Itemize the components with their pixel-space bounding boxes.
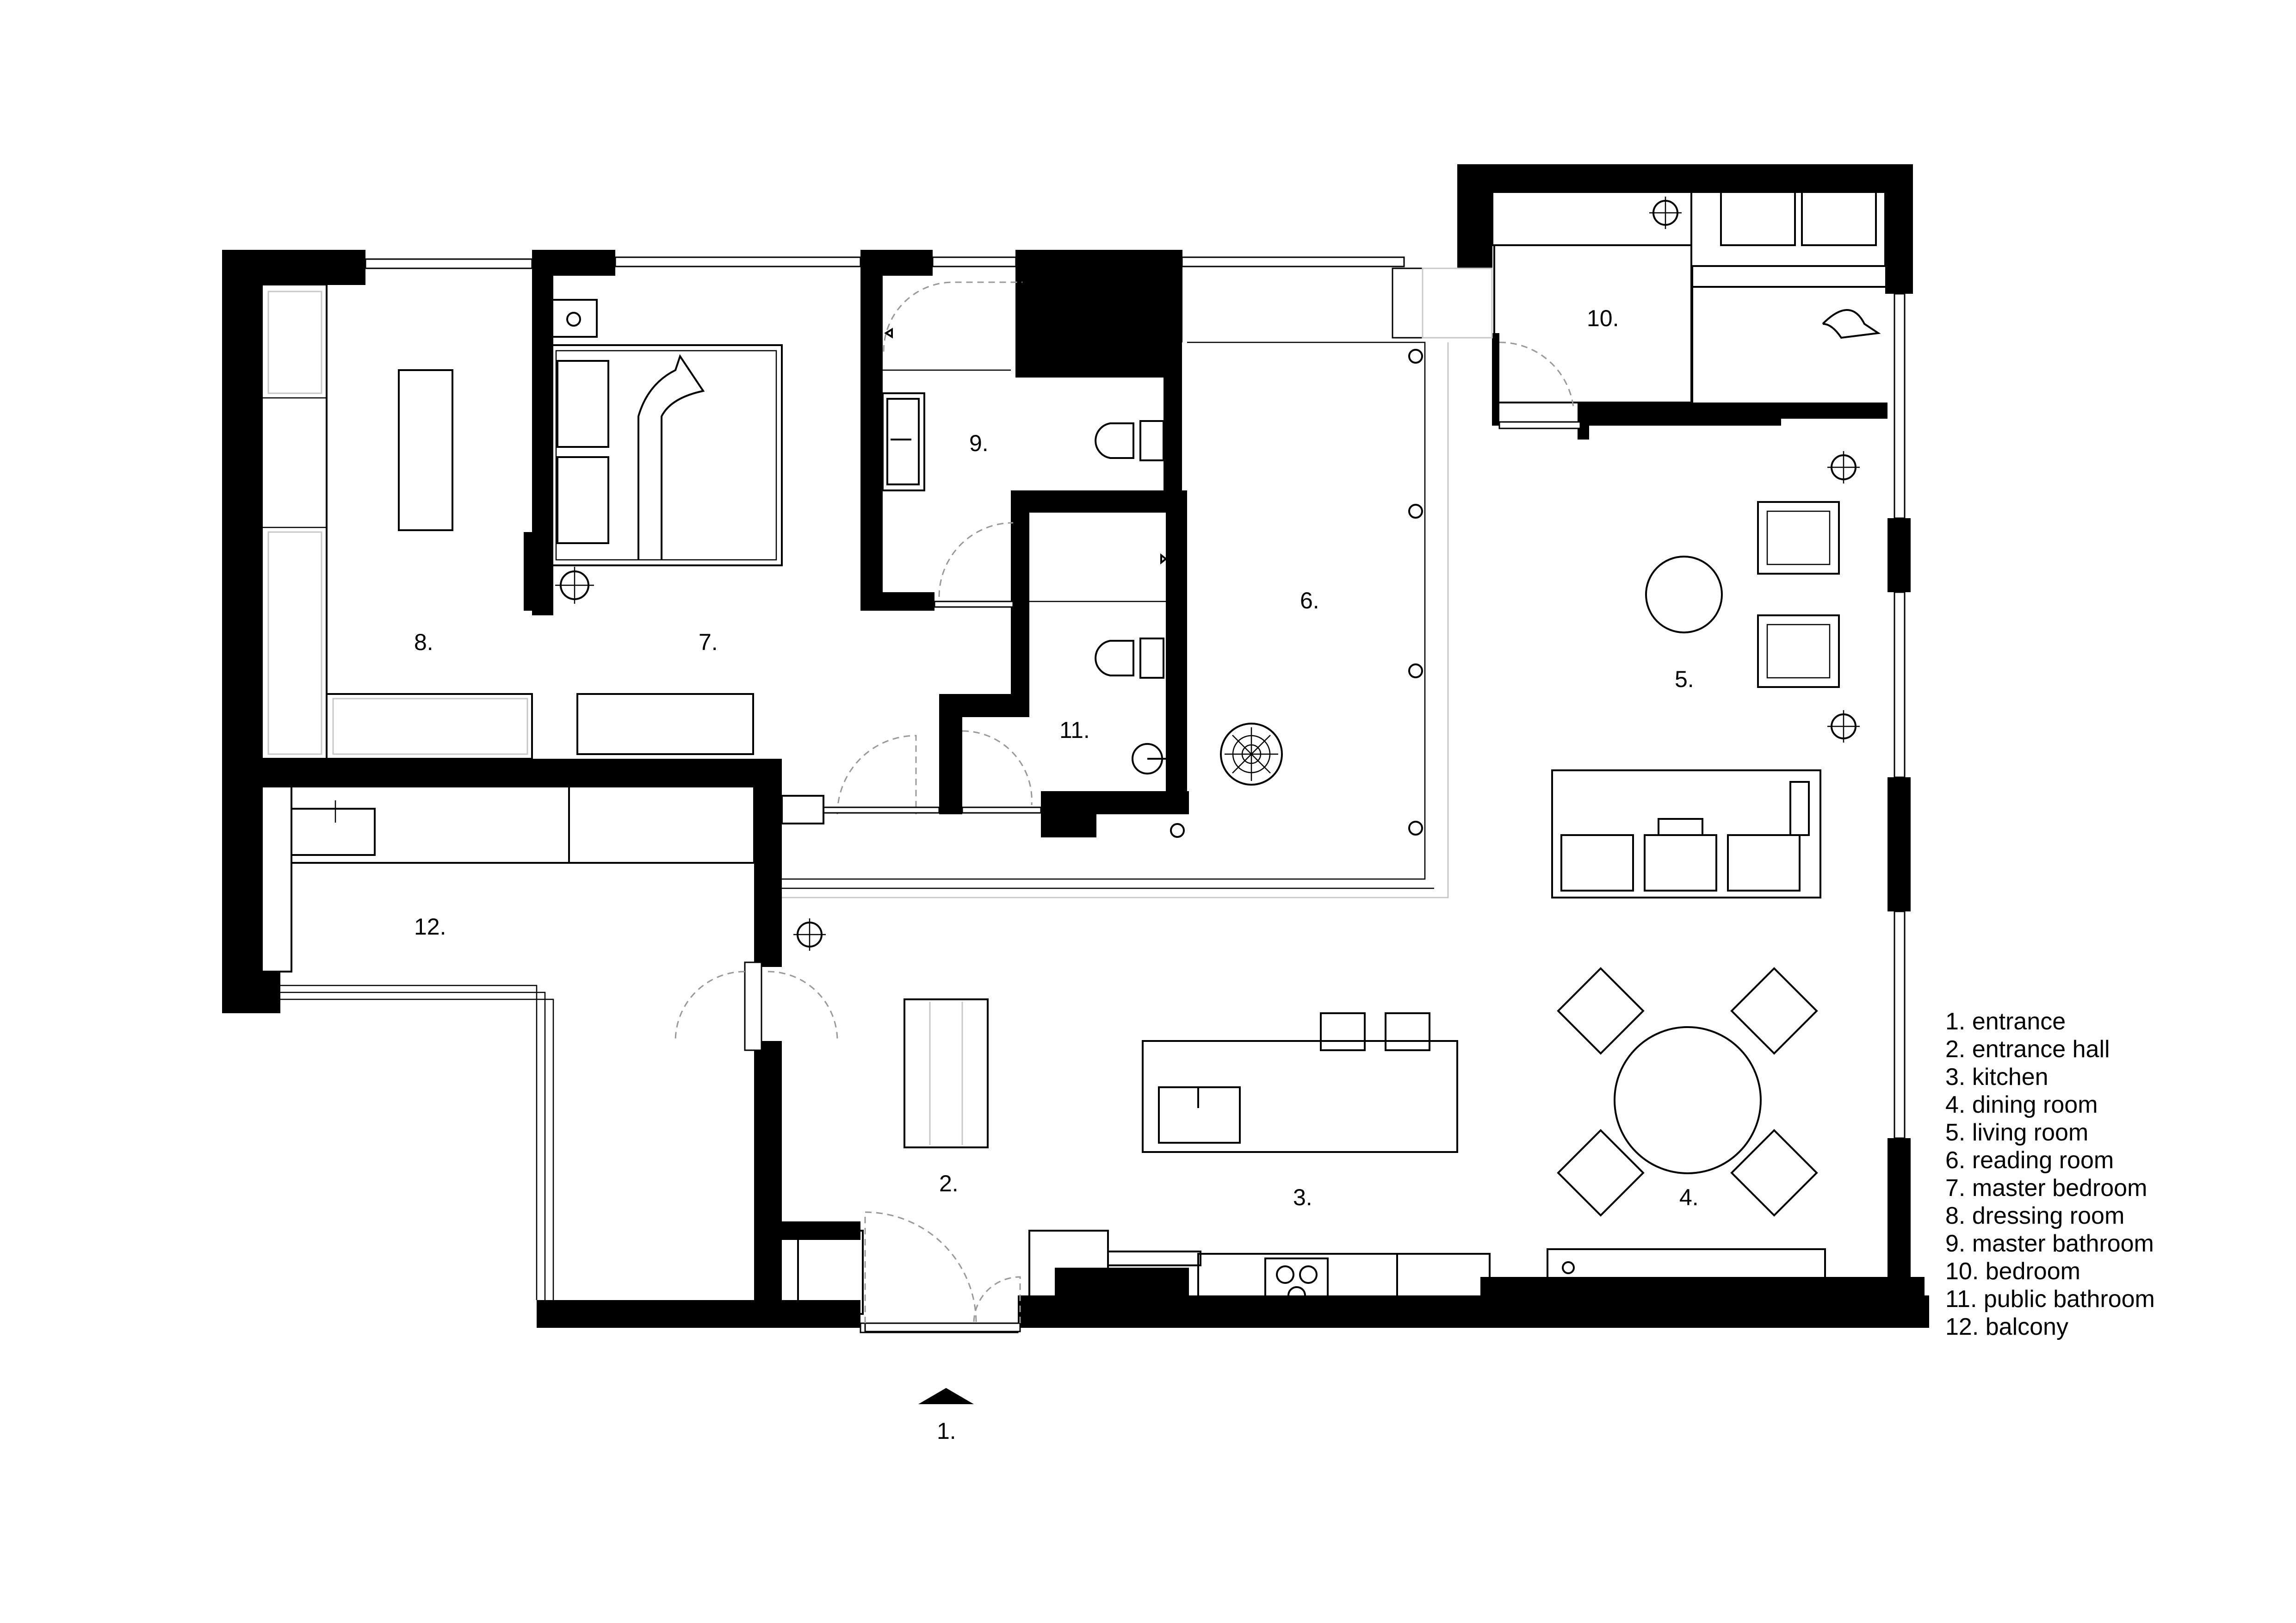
entrance-arrow-icon (918, 1388, 974, 1404)
living-room-fixtures (1551, 451, 1860, 898)
room-label-10: 10. (1587, 305, 1619, 331)
room-label-2: 2. (939, 1171, 959, 1196)
windows (365, 256, 1906, 1333)
legend-item: 6. reading room (1945, 1147, 2114, 1174)
legend-item: 7. master bedroom (1945, 1175, 2147, 1202)
legend-item: 5. living room (1945, 1119, 2088, 1146)
master-bedroom-fixtures (550, 299, 783, 755)
dressing-room-fixtures (261, 284, 533, 760)
room-label-4: 4. (1679, 1184, 1699, 1210)
bedroom-fixtures (1491, 191, 1886, 408)
public-bathroom-fixtures (781, 553, 1168, 824)
legend-item: 2. entrance hall (1945, 1036, 2110, 1063)
reading-room-fixtures (782, 341, 1449, 898)
legend-item: 8. dressing room (1945, 1202, 2124, 1229)
master-bathroom-fixtures (882, 281, 1164, 608)
room-label-3: 3. (1293, 1184, 1312, 1210)
room-label-6: 6. (1300, 588, 1319, 613)
room-label-8: 8. (414, 629, 433, 655)
legend-item: 9. master bathroom (1945, 1230, 2154, 1257)
legend-item: 4. dining room (1945, 1091, 2098, 1118)
legend-item: 1. entrance (1945, 1008, 2066, 1035)
balcony-outline (261, 786, 838, 1300)
dining-room-fixtures (1547, 967, 1826, 1287)
room-label-1: 1. (937, 1418, 956, 1444)
walls (222, 164, 1929, 1328)
room-label-7: 7. (699, 629, 718, 655)
legend-item: 3. kitchen (1945, 1064, 2048, 1090)
room-label-5: 5. (1675, 666, 1694, 692)
legend-item: 10. bedroom (1945, 1258, 2080, 1285)
room-label-12: 12. (414, 914, 446, 940)
room-labels: 1. 2. 3. 4. 5. 6. 7. 8. 9. 10. 11. 12. (414, 305, 1699, 1444)
room-label-9: 9. (969, 430, 989, 456)
legend-item: 12. balcony (1945, 1313, 2068, 1340)
legend-item: 11. public bathroom (1945, 1286, 2155, 1313)
entrance-hall-fixtures (793, 918, 1021, 1332)
kitchen-fixtures (1028, 1012, 1491, 1315)
room-label-11: 11. (1059, 717, 1090, 743)
legend: 1. entrance 2. entrance hall 3. kitchen … (1945, 1008, 2155, 1340)
